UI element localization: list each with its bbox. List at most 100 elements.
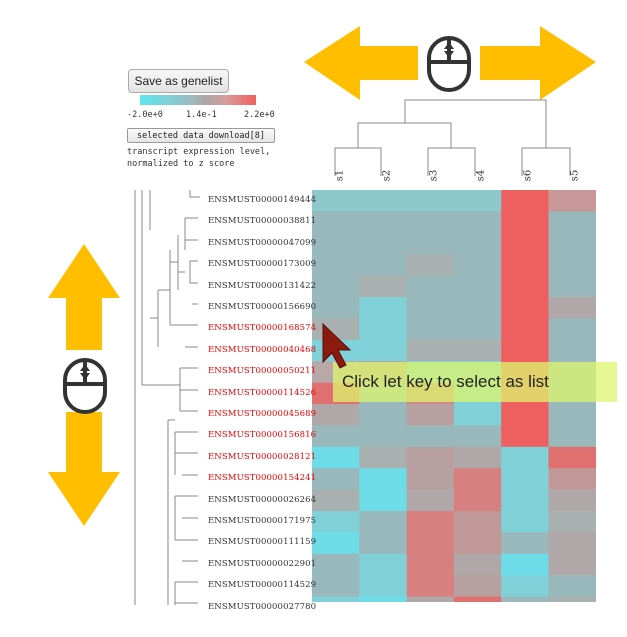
heatmap-cell[interactable] (548, 275, 597, 298)
heatmap-cell[interactable] (359, 190, 408, 212)
heatmap-cell[interactable] (548, 211, 597, 234)
heatmap-cell[interactable] (548, 404, 597, 426)
heatmap-cell[interactable] (548, 468, 597, 491)
heatmap-cell[interactable] (406, 489, 455, 512)
heatmap-cell[interactable] (501, 404, 549, 426)
heatmap-cell[interactable] (359, 211, 408, 234)
heatmap-cell[interactable] (501, 232, 549, 255)
heatmap-cell[interactable] (359, 254, 408, 277)
heatmap-cell[interactable] (453, 596, 502, 602)
column-label[interactable]: s4 (475, 169, 487, 182)
heatmap-cell[interactable] (548, 511, 597, 533)
row-label[interactable]: ENSMUST00000047099 (208, 237, 317, 248)
row-label[interactable]: ENSMUST00000114526 (208, 387, 317, 398)
row-label[interactable]: ENSMUST00000027780 (208, 601, 317, 612)
heatmap-cell[interactable] (453, 575, 502, 598)
row-label[interactable]: ENSMUST00000131422 (208, 280, 317, 291)
heatmap-cell[interactable] (359, 489, 408, 512)
column-label[interactable]: s6 (522, 169, 534, 182)
heatmap-cell[interactable] (501, 318, 549, 341)
heatmap-cell[interactable] (312, 232, 360, 255)
heatmap-cell[interactable] (312, 468, 360, 491)
row-label[interactable]: ENSMUST00000173009 (208, 259, 317, 270)
heatmap-cell[interactable] (406, 425, 455, 448)
heatmap-cell[interactable] (406, 404, 455, 426)
row-label[interactable]: ENSMUST00000156816 (208, 430, 317, 441)
heatmap-cell[interactable] (453, 489, 502, 512)
heatmap-cell[interactable] (406, 254, 455, 277)
heatmap-cell[interactable] (548, 318, 597, 341)
row-label[interactable]: ENSMUST00000038811 (208, 216, 317, 227)
heatmap-cell[interactable] (453, 425, 502, 448)
heatmap-cell[interactable] (548, 596, 597, 602)
heatmap-cell[interactable] (406, 297, 455, 319)
heatmap-cell[interactable] (359, 232, 408, 255)
heatmap-cell[interactable] (548, 553, 597, 576)
heatmap-cell[interactable] (359, 425, 408, 448)
heatmap-cell[interactable] (312, 489, 360, 512)
row-label[interactable]: ENSMUST00000156690 (208, 302, 317, 312)
heatmap-cell[interactable] (406, 468, 455, 491)
heatmap-cell[interactable] (312, 275, 360, 298)
heatmap-cell[interactable] (406, 318, 455, 341)
heatmap-cell[interactable] (453, 275, 502, 298)
heatmap-cell[interactable] (501, 532, 549, 555)
heatmap-cell[interactable] (406, 596, 455, 602)
selected-data-download-button[interactable]: selected data download[8] (127, 128, 275, 143)
heatmap-cell[interactable] (359, 297, 408, 319)
heatmap-cell[interactable] (501, 446, 549, 469)
row-label[interactable]: ENSMUST00000168574 (208, 323, 317, 334)
row-label[interactable]: ENSMUST00000149444 (208, 195, 317, 205)
row-label[interactable]: ENSMUST00000114529 (208, 580, 317, 591)
heatmap-cell[interactable] (548, 532, 597, 555)
heatmap-cell[interactable] (453, 254, 502, 277)
heatmap-cell[interactable] (359, 468, 408, 491)
heatmap-cell[interactable] (548, 232, 597, 255)
heatmap-cell[interactable] (359, 339, 408, 362)
heatmap-cell[interactable] (312, 532, 360, 555)
heatmap-cell[interactable] (501, 489, 549, 512)
heatmap-cell[interactable] (312, 425, 360, 448)
heatmap-cell[interactable] (548, 446, 597, 469)
heatmap-cell[interactable] (312, 446, 360, 469)
row-label[interactable]: ENSMUST00000026264 (208, 494, 317, 505)
column-label[interactable]: s2 (381, 169, 393, 182)
heatmap-cell[interactable] (548, 254, 597, 277)
column-label[interactable]: s3 (428, 169, 440, 182)
heatmap-cell[interactable] (312, 211, 360, 234)
heatmap-cell[interactable] (453, 211, 502, 234)
row-label[interactable]: ENSMUST00000022901 (208, 558, 317, 569)
heatmap-cell[interactable] (453, 553, 502, 576)
heatmap-cell[interactable] (312, 254, 360, 277)
heatmap-cell[interactable] (453, 339, 502, 362)
heatmap-cell[interactable] (548, 339, 597, 362)
heatmap-cell[interactable] (548, 297, 597, 319)
heatmap-cell[interactable] (548, 575, 597, 598)
heatmap-cell[interactable] (406, 275, 455, 298)
heatmap-cell[interactable] (359, 446, 408, 469)
heatmap-cell[interactable] (453, 190, 502, 212)
heatmap-cell[interactable] (312, 575, 360, 598)
heatmap-cell[interactable] (548, 489, 597, 512)
heatmap-cell[interactable] (453, 532, 502, 555)
heatmap-cell[interactable] (501, 275, 549, 298)
heatmap-cell[interactable] (312, 190, 360, 212)
heatmap-cell[interactable] (312, 511, 360, 533)
row-label[interactable]: ENSMUST00000045689 (208, 409, 317, 419)
heatmap-cell[interactable] (501, 553, 549, 576)
heatmap-cell[interactable] (548, 425, 597, 448)
heatmap-cell[interactable] (406, 511, 455, 533)
heatmap-cell[interactable] (501, 339, 549, 362)
heatmap-cell[interactable] (406, 553, 455, 576)
heatmap-cell[interactable] (359, 532, 408, 555)
heatmap-cell[interactable] (359, 575, 408, 598)
heatmap-cell[interactable] (453, 511, 502, 533)
heatmap-cell[interactable] (501, 511, 549, 533)
heatmap-cell[interactable] (501, 596, 549, 602)
heatmap-cell[interactable] (406, 446, 455, 469)
heatmap-cell[interactable] (453, 404, 502, 426)
heatmap-cell[interactable] (453, 446, 502, 469)
heatmap-cell[interactable] (312, 596, 360, 602)
heatmap-cell[interactable] (406, 532, 455, 555)
column-label[interactable]: s5 (569, 169, 581, 182)
